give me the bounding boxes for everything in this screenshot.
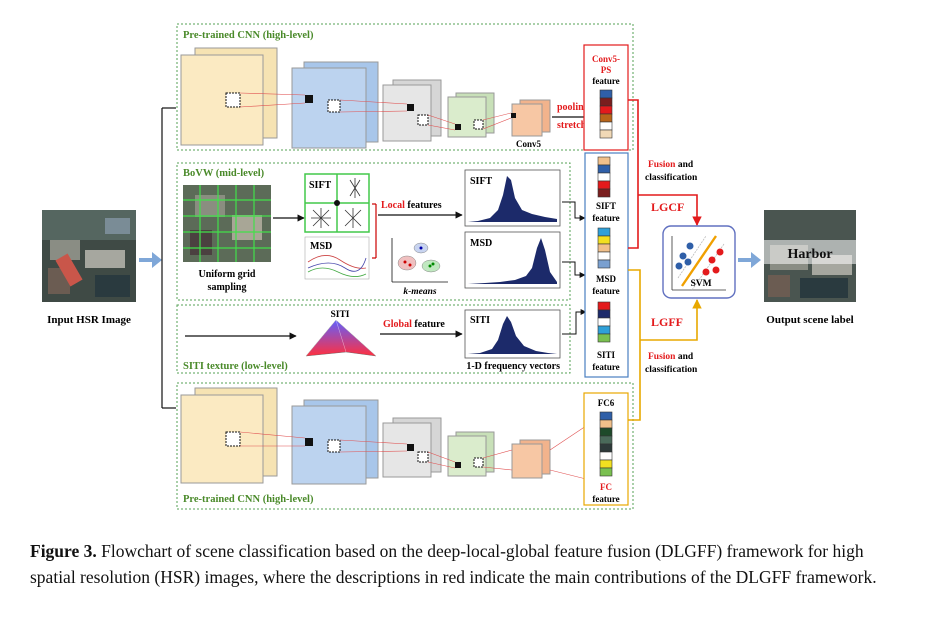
conv5-ps-vector — [599, 89, 613, 139]
kmeans-label: k-means — [403, 287, 437, 297]
cnn-bottom-layers — [180, 387, 599, 485]
siti-panel — [176, 304, 571, 374]
input-hsr-image — [42, 210, 136, 302]
bovw-panel — [176, 162, 571, 301]
figure-caption: Figure 3. Flowchart of scene classificat… — [30, 538, 900, 590]
fc-label-line1: FC — [600, 482, 612, 492]
msd-histogram — [464, 231, 561, 289]
fusion-bottom-line2: classification — [645, 365, 698, 375]
global-rest: feature — [412, 319, 445, 330]
conv5-ps-line2: PS — [601, 65, 612, 75]
svm-label: SVM — [690, 279, 711, 289]
fusion-top-and: and — [675, 160, 693, 170]
sift-hist-label: SIFT — [470, 176, 493, 187]
sift-feature-vector — [597, 156, 611, 198]
fusion-bottom-line1: Fusion and — [648, 352, 694, 362]
conv5-label: Conv5 — [516, 139, 542, 149]
bovw-title: BoVW (mid-level) — [183, 168, 265, 179]
msd-desc-label: MSD — [310, 241, 332, 252]
input-connectors — [161, 107, 176, 409]
msd-hist-label: MSD — [470, 238, 492, 249]
fusion-bottom-and: and — [675, 352, 693, 362]
lgff-arrow — [640, 299, 702, 341]
lgff-bracket — [628, 269, 641, 421]
fc-feature-vector — [599, 411, 613, 477]
caption-text: Flowchart of scene classification based … — [30, 541, 877, 587]
frequency-vectors-label: 1-D frequency vectors — [466, 361, 560, 372]
siti-pyramid — [305, 319, 377, 357]
lgcf-label: LGCF — [651, 200, 684, 214]
sampling-line1: Uniform grid — [199, 269, 256, 280]
siti-3d-label: SITI — [330, 310, 349, 320]
conv5-ps-line1: Conv5- — [592, 54, 620, 64]
fc-label-line2: feature — [592, 494, 619, 504]
cnn-top-layers — [180, 47, 551, 149]
output-label: Output scene label — [766, 314, 853, 326]
bovw-bracket — [372, 203, 377, 259]
stretch-label: stretch — [557, 120, 587, 131]
input-label: Input HSR Image — [47, 314, 131, 326]
output-arrow-icon — [738, 252, 761, 268]
cnn-bottom-title: Pre-trained CNN (high-level) — [183, 494, 314, 505]
conv5-ps-line3: feature — [592, 76, 619, 86]
msd-feature-line2: feature — [592, 286, 619, 296]
sampling-line2: sampling — [208, 282, 247, 293]
grid-sample-image — [183, 185, 271, 262]
sift-desc-label: SIFT — [309, 180, 332, 191]
msd-feature-vector — [597, 227, 611, 269]
input-arrow-icon — [139, 252, 162, 268]
sift-feature-line2: feature — [592, 213, 619, 223]
global-word: Global — [383, 319, 412, 330]
flowchart-diagram: Input HSR Image Pre-trained CNN (high-le… — [42, 23, 856, 510]
cnn-top-title: Pre-trained CNN (high-level) — [183, 30, 314, 41]
lgff-label: LGFF — [651, 315, 683, 329]
siti-title: SITI texture (low-level) — [183, 361, 288, 372]
siti-feature-line1: SITI — [597, 350, 616, 360]
svm-box — [662, 225, 736, 299]
output-scene-image — [764, 210, 856, 302]
fc6-label: FC6 — [598, 398, 615, 408]
siti-to-features-connector — [562, 309, 587, 335]
bovw-to-features-connectors — [562, 201, 586, 278]
siti-feature-line2: feature — [592, 362, 619, 372]
local-word: Local — [381, 200, 405, 211]
siti-histogram — [464, 309, 561, 359]
local-features-label: Local features — [381, 200, 442, 211]
fusion-top-line1: Fusion and — [648, 160, 694, 170]
fusion-bottom-word: Fusion — [648, 352, 676, 362]
sift-descriptor — [304, 173, 370, 233]
cnn-bottom-panel — [176, 382, 634, 510]
fusion-top-word: Fusion — [648, 160, 676, 170]
output-scene-label: Harbor — [787, 247, 832, 262]
lgcf-arrow — [638, 194, 702, 226]
caption-label: Figure 3. — [30, 541, 97, 561]
siti-feature-vector — [597, 301, 611, 343]
sift-feature-line1: SIFT — [596, 201, 616, 211]
kmeans-plot — [391, 238, 448, 283]
global-feature-label: Global feature — [383, 319, 445, 330]
fusion-top-line2: classification — [645, 173, 698, 183]
msd-descriptor — [304, 236, 370, 280]
lgcf-bracket — [628, 99, 639, 249]
cnn-top-panel — [176, 23, 634, 151]
pooling-label: pooling — [557, 102, 589, 113]
siti-hist-label: SITI — [470, 315, 490, 326]
sift-histogram — [464, 169, 561, 227]
msd-feature-line1: MSD — [596, 274, 617, 284]
local-rest: features — [405, 200, 442, 211]
